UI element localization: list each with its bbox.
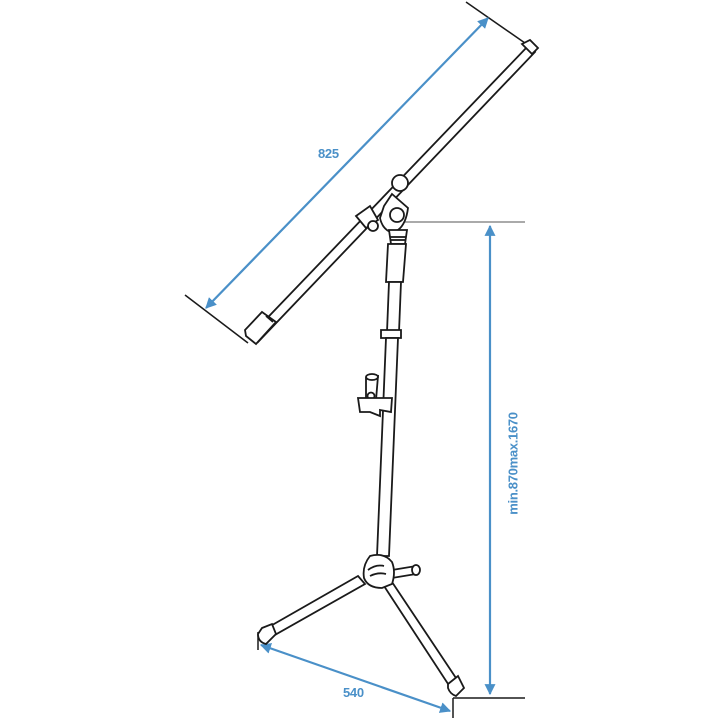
boom-joint: [379, 174, 409, 245]
stand-mast: [356, 243, 407, 557]
tripod-base: [257, 553, 466, 698]
boom-tip-cap: [520, 38, 540, 56]
boom-length-label: 825: [318, 146, 339, 161]
base-spread-label: 540: [343, 685, 364, 700]
height-range-label: min.870max.1670: [505, 412, 521, 515]
leg-left-foot: [257, 622, 278, 645]
height-clutch: [380, 329, 402, 339]
boom-bottom-extension-line: [184, 294, 249, 344]
boom-top-extension-line: [465, 1, 536, 51]
boom-length-dimension-line: [205, 17, 489, 309]
tripod-leg-right: [382, 580, 462, 692]
base-spread-dimension-line: [259, 643, 452, 713]
tripod-leg-left: [258, 574, 367, 642]
boom-angle-knob: [391, 174, 409, 192]
joint-knob: [389, 207, 405, 223]
mast-inner-tube: [386, 281, 402, 333]
mic-clip-bracket: [356, 397, 393, 418]
mast-upper-sleeve: [385, 243, 407, 283]
tripod-hub: [362, 553, 395, 589]
leg-right-foot: [447, 674, 466, 698]
extension-lines: [184, 1, 536, 718]
boom-end-grip: [244, 310, 278, 346]
mast-lower-tube: [376, 337, 399, 557]
